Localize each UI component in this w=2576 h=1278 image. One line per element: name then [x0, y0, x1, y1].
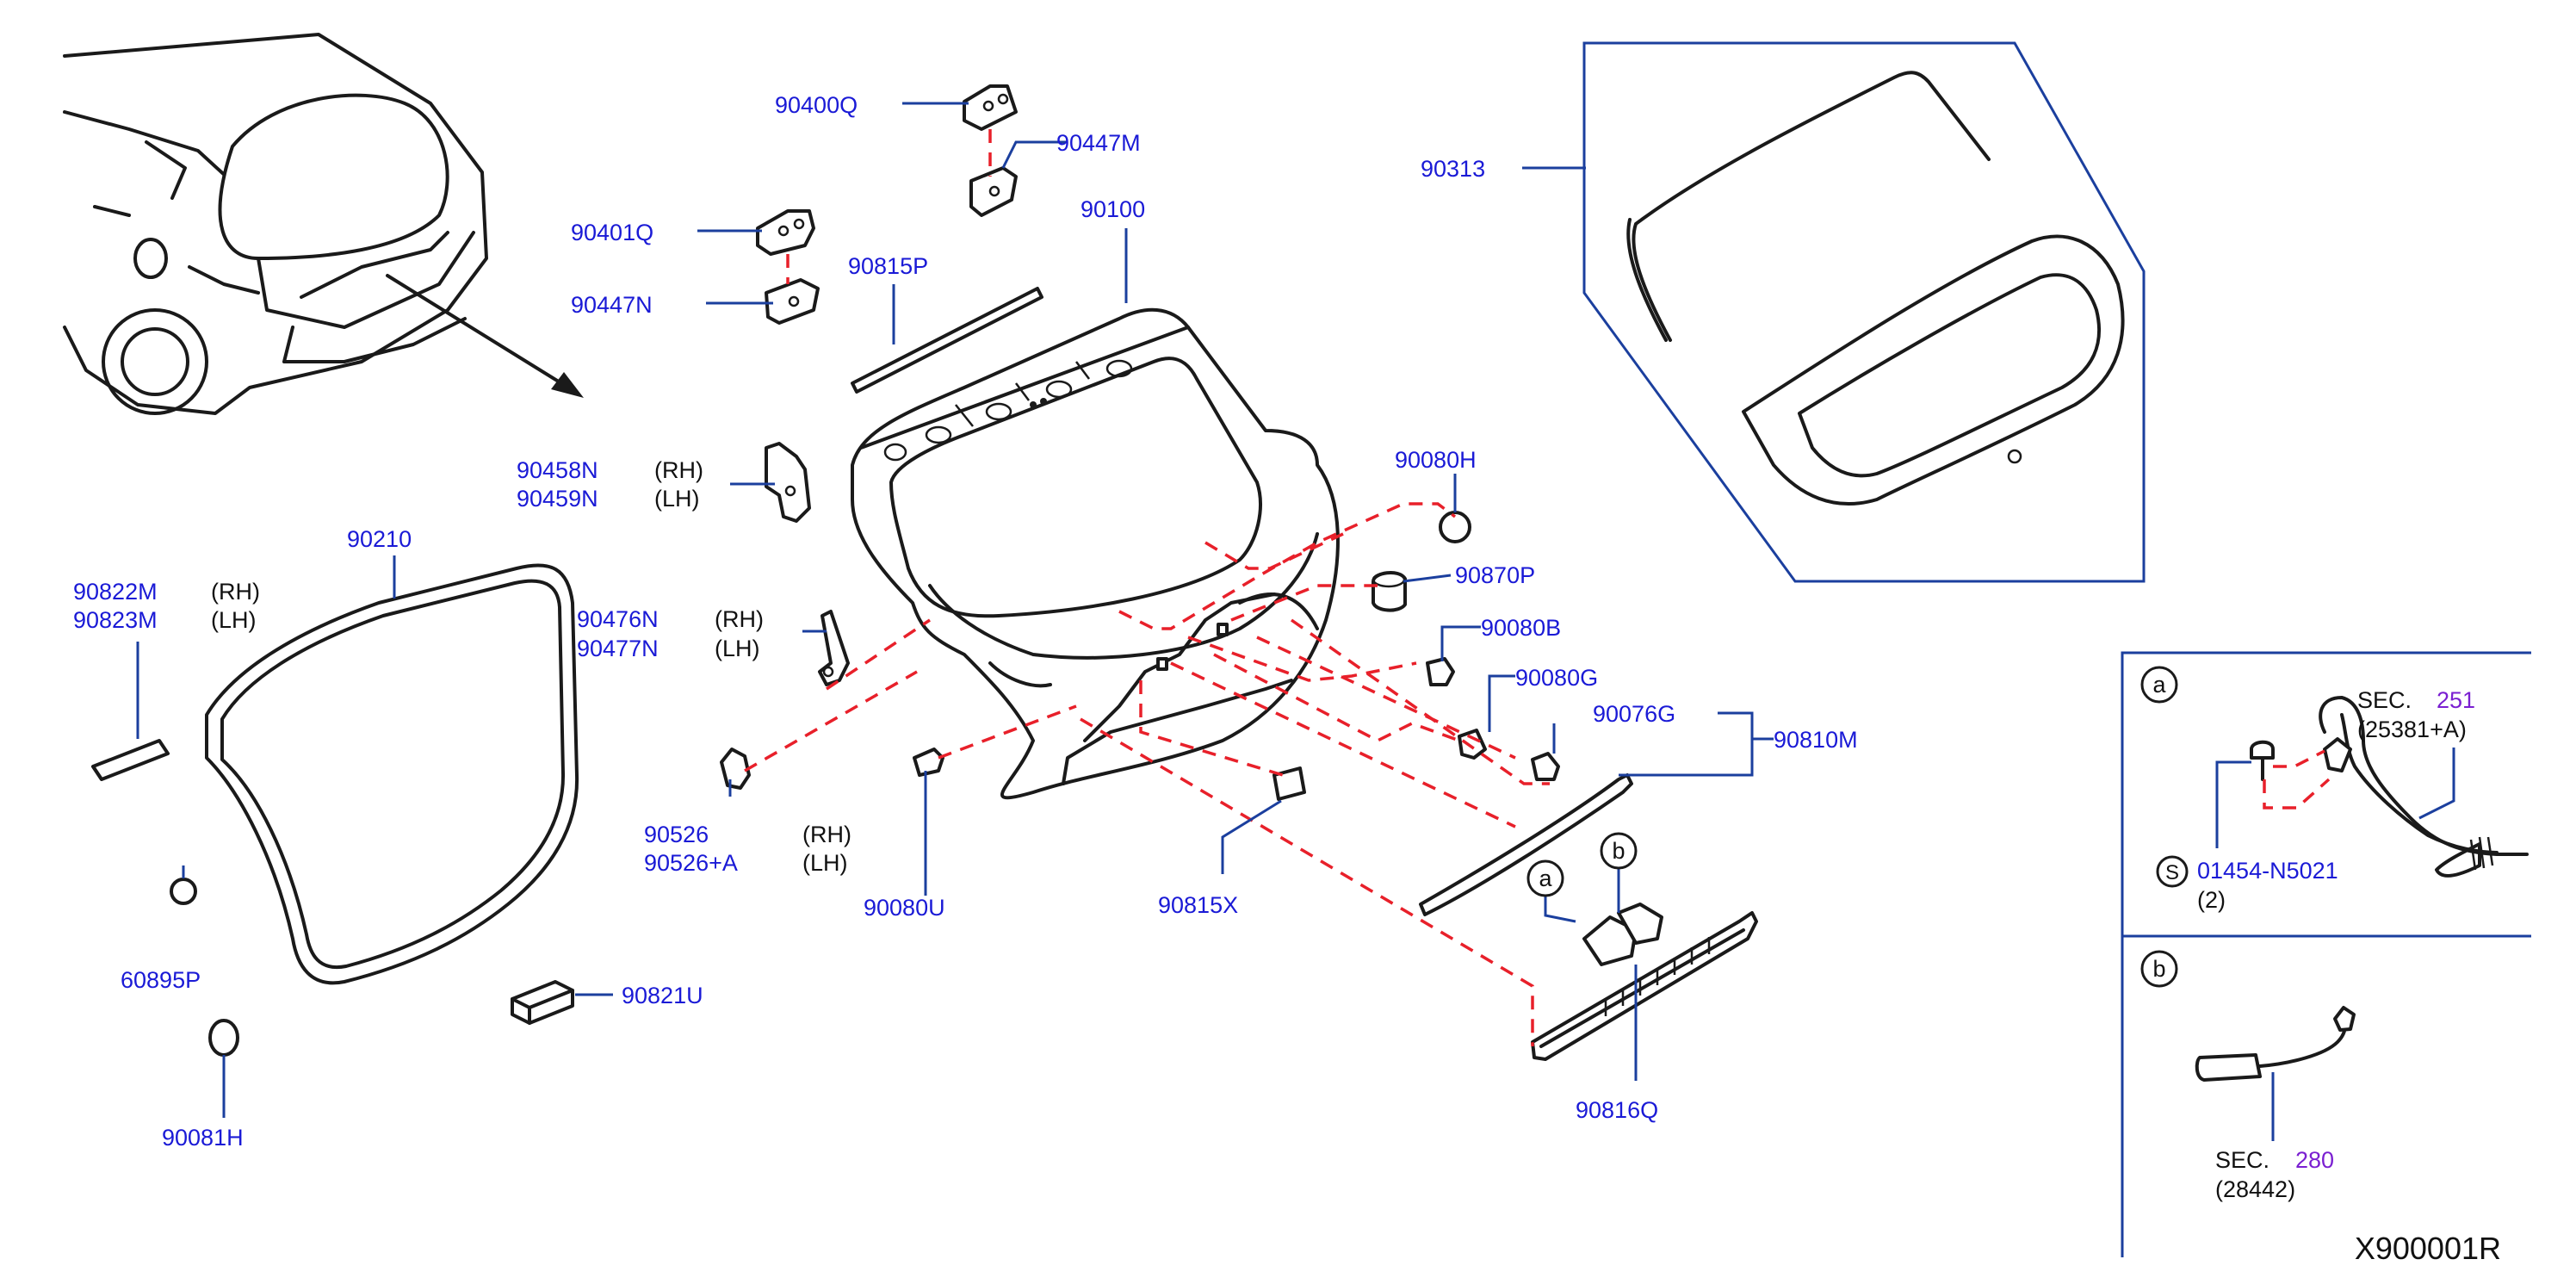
part-90080G-clip [1458, 729, 1487, 760]
label-90477N-side: (LH) [715, 636, 760, 661]
detail-a-callout: a [2152, 672, 2166, 698]
detail-a: a SEC. 251 (25381+A) S 01454-N5021 (2) [2140, 666, 2475, 913]
detail-b-sub: (28442) [2215, 1176, 2295, 1202]
diagram-code: X900001R [2355, 1231, 2501, 1266]
part-90080H-grommet [1439, 511, 1471, 543]
label-90080H: 90080H [1395, 447, 1477, 473]
label-90080B: 90080B [1481, 615, 1561, 641]
part-90447N-bolt [765, 278, 820, 325]
label-90477N: 90477N [577, 636, 659, 661]
detail-a-sec-num: 251 [2437, 687, 2475, 713]
part-90476N-stay [818, 610, 850, 686]
svg-text:b: b [1612, 838, 1625, 864]
label-90526A-side: (LH) [802, 850, 848, 876]
label-90458N-side: (RH) [654, 457, 703, 483]
part-90822M-block [91, 739, 170, 781]
label-90815X: 90815X [1158, 892, 1238, 918]
label-90526: 90526 [644, 822, 709, 847]
part-90526-ball-stud [720, 748, 751, 790]
detail-b-sec: SEC. [2215, 1147, 2269, 1173]
label-90080G: 90080G [1515, 665, 1598, 691]
label-90822M-side: (RH) [211, 579, 260, 605]
label-90458N: 90458N [517, 457, 598, 483]
label-90447N: 90447N [571, 292, 653, 318]
label-90080U: 90080U [864, 895, 945, 921]
label-90823M: 90823M [73, 607, 158, 633]
label-01454-N5021: 01454-N5021 [2197, 858, 2338, 884]
part-60895P-plug [170, 878, 197, 905]
label-60895P: 60895P [121, 967, 201, 993]
label-90822M: 90822M [73, 579, 158, 605]
part-90870P-bumper [1372, 571, 1407, 612]
part-90447M-bolt [969, 166, 1018, 217]
part-90815P-strip [851, 287, 1043, 394]
leader-lines [136, 102, 2455, 1141]
label-90210: 90210 [347, 526, 412, 552]
part-90816Q-stop-lamp [1531, 903, 1758, 1061]
label-90476N: 90476N [577, 606, 659, 632]
part-90210-weatherstrip [205, 563, 579, 985]
part-90313-back-glass [1582, 41, 2146, 583]
part-90810M-garnish [1419, 773, 1633, 916]
part-90400Q-hinge [963, 84, 1018, 131]
label-90476N-side: (RH) [715, 606, 764, 632]
detail-b-sensor [2195, 1006, 2356, 1082]
detail-b: b SEC. 280 (28442) [2140, 950, 2334, 1202]
detail-a-sub: (25381+A) [2357, 717, 2467, 742]
detail-a-sec: SEC. [2357, 687, 2412, 713]
detail-b-sec-num: 280 [2295, 1147, 2334, 1173]
part-labels: 90400Q 90447M 90401Q 90447N 90815P 90100… [73, 92, 1858, 1151]
detail-b-callout: b [2152, 956, 2165, 982]
label-90076G: 90076G [1593, 701, 1675, 727]
label-90313: 90313 [1421, 156, 1485, 182]
detail-frame [2121, 651, 2531, 1257]
label-90526A: 90526+A [644, 850, 738, 876]
part-90076G-clip [1531, 752, 1560, 781]
label-90526-side: (RH) [802, 822, 851, 847]
label-90823M-side: (LH) [211, 607, 257, 633]
svg-text:a: a [1539, 865, 1552, 891]
detail-a-s-mark: S [2165, 861, 2179, 884]
part-90821U-block [511, 980, 574, 1025]
detail-a-qty: (2) [2197, 887, 2226, 913]
label-90459N: 90459N [517, 486, 598, 512]
label-90821U: 90821U [622, 983, 703, 1008]
label-90816Q: 90816Q [1576, 1097, 1658, 1123]
label-90081H: 90081H [162, 1125, 244, 1151]
label-90401Q: 90401Q [571, 220, 653, 245]
part-90080B-clip [1426, 657, 1455, 686]
part-90081H-plug [208, 1019, 239, 1057]
vehicle-rear-view [63, 33, 488, 415]
back-door-panel [851, 307, 1340, 800]
part-90401Q-hinge [756, 209, 815, 256]
label-90447M: 90447M [1056, 130, 1141, 156]
part-90458N-bracket [765, 442, 811, 523]
label-90810M: 90810M [1774, 727, 1858, 753]
callout-a-main: a [1526, 859, 1564, 897]
label-90459N-side: (LH) [654, 486, 700, 512]
callout-b-main: b [1600, 832, 1638, 870]
label-90100: 90100 [1081, 196, 1145, 222]
label-90870P: 90870P [1455, 562, 1535, 588]
view-arrow [386, 274, 584, 398]
detail-a-harness [2319, 696, 2529, 878]
label-90815P: 90815P [848, 253, 928, 279]
part-90080U-clip [913, 748, 944, 777]
detail-a-screw [2250, 740, 2275, 781]
assembly-dashed-links [744, 502, 1550, 1046]
label-90400Q: 90400Q [775, 92, 858, 118]
